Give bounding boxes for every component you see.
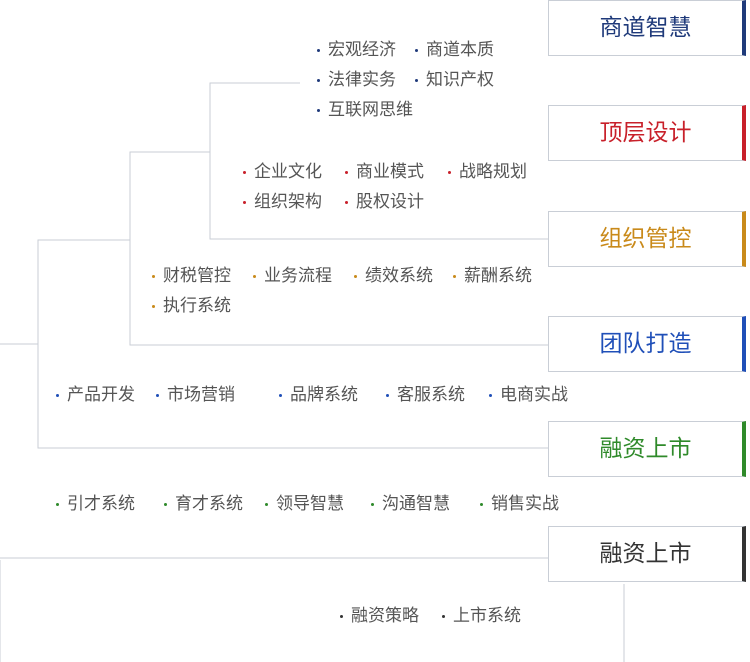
bullet-dot [279, 394, 282, 397]
list-item[interactable]: 品牌系统 [290, 385, 358, 405]
box-top-level-design[interactable]: 顶层设计 [548, 105, 746, 161]
bullet-dot [480, 503, 483, 506]
list-item[interactable]: 商业模式 [356, 162, 424, 182]
bullet-dot [453, 275, 456, 278]
bullet-dot [448, 171, 451, 174]
list-item[interactable]: 电商实战 [500, 385, 568, 405]
box-org-control[interactable]: 组织管控 [548, 211, 746, 267]
list-item[interactable]: 融资策略 [351, 606, 419, 626]
bullet-dot [489, 394, 492, 397]
list-item[interactable]: 知识产权 [426, 70, 494, 90]
list-item[interactable]: 沟通智慧 [382, 494, 450, 514]
bullet-dot [56, 394, 59, 397]
bullet-dot [253, 275, 256, 278]
box-business-wisdom[interactable]: 商道智慧 [548, 0, 746, 56]
bullet-dot [265, 503, 268, 506]
bullet-dot [340, 615, 343, 618]
box-financing-listing-2[interactable]: 融资上市 [548, 526, 746, 582]
bullet-dot [317, 49, 320, 52]
bullet-dot [164, 503, 167, 506]
bullet-dot [152, 275, 155, 278]
bullet-dot [243, 201, 246, 204]
list-item[interactable]: 商道本质 [426, 40, 494, 60]
list-item[interactable]: 产品开发 [67, 385, 135, 405]
list-item[interactable]: 薪酬系统 [464, 266, 532, 286]
list-item[interactable]: 组织架构 [254, 192, 322, 212]
list-item[interactable]: 股权设计 [356, 192, 424, 212]
list-item[interactable]: 法律实务 [328, 70, 396, 90]
list-item[interactable]: 互联网思维 [328, 100, 413, 120]
box-team-building[interactable]: 团队打造 [548, 316, 746, 372]
bullet-dot [415, 49, 418, 52]
list-item[interactable]: 上市系统 [453, 606, 521, 626]
connector-line [129, 151, 548, 346]
bullet-dot [317, 109, 320, 112]
box-financing-listing[interactable]: 融资上市 [548, 421, 746, 477]
list-item[interactable]: 市场营销 [167, 385, 235, 405]
connector-line [209, 82, 548, 240]
bullet-dot [156, 394, 159, 397]
bullet-dot [345, 201, 348, 204]
list-item[interactable]: 财税管控 [163, 266, 231, 286]
bullet-dot [371, 503, 374, 506]
bullet-dot [345, 171, 348, 174]
bullet-dot [386, 394, 389, 397]
bullet-dot [56, 503, 59, 506]
list-item[interactable]: 执行系统 [163, 296, 231, 316]
bullet-dot [415, 79, 418, 82]
list-item[interactable]: 战略规划 [459, 162, 527, 182]
list-item[interactable]: 业务流程 [264, 266, 332, 286]
list-item[interactable]: 引才系统 [67, 494, 135, 514]
list-item[interactable]: 领导智慧 [276, 494, 344, 514]
bullet-dot [243, 171, 246, 174]
list-item[interactable]: 绩效系统 [365, 266, 433, 286]
list-item[interactable]: 宏观经济 [328, 40, 396, 60]
list-item[interactable]: 育才系统 [175, 494, 243, 514]
list-item[interactable]: 销售实战 [491, 494, 559, 514]
list-item[interactable]: 客服系统 [397, 385, 465, 405]
bullet-dot [354, 275, 357, 278]
bullet-dot [152, 305, 155, 308]
bullet-dot [442, 615, 445, 618]
list-item[interactable]: 企业文化 [254, 162, 322, 182]
bullet-dot [317, 79, 320, 82]
